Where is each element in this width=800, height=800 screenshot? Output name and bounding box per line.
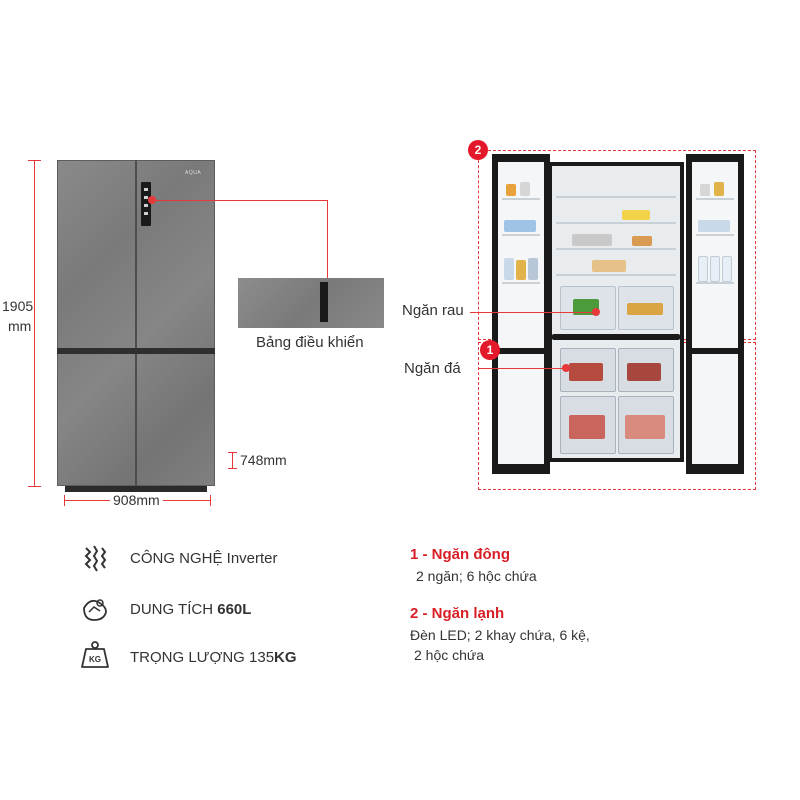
feature-inverter-normal: CÔNG NGHỆ Inverter <box>130 550 278 567</box>
spec-fridge-line-1: Đèn LED; 2 khay chứa, 6 kệ, <box>410 627 590 643</box>
height-dimension-cap-top <box>28 160 41 161</box>
door-bottle <box>722 256 732 282</box>
capacity-icon <box>83 599 107 621</box>
width-dimension-cap-left <box>64 495 65 506</box>
control-indicator <box>144 188 148 191</box>
vegetable-callout-line <box>470 312 594 313</box>
freezer-drawer <box>560 396 616 454</box>
inverter-icon <box>84 545 107 572</box>
depth-dimension-cap-bottom <box>228 468 237 469</box>
door-shelf <box>502 282 540 284</box>
feature-capacity-normal: DUNG TÍCH <box>130 601 218 618</box>
feature-capacity-bold: 660L <box>217 601 252 618</box>
control-indicator <box>144 204 148 207</box>
feature-capacity-text: DUNG TÍCH 660L <box>130 601 251 618</box>
vegetable-drawer-right <box>618 286 674 330</box>
freezer-drawer <box>618 396 674 454</box>
door-item <box>528 258 538 280</box>
callout-line-vertical <box>327 200 328 280</box>
spec-freezer-line-1: 2 ngăn; 6 hộc chứa <box>416 568 537 584</box>
freezer-badge: 1 <box>480 340 500 360</box>
door-divider <box>498 348 544 354</box>
height-unit: mm <box>8 318 32 334</box>
weight-kg-icon: KG <box>81 641 109 668</box>
spec-fridge-line-2: 2 hộc chứa <box>414 647 485 663</box>
vegetable-drawer-left <box>560 286 616 330</box>
open-fridge-view <box>486 146 748 486</box>
left-door-open <box>492 154 550 474</box>
door-shelf <box>502 234 540 236</box>
door-shelf <box>502 198 540 200</box>
door-shelf <box>696 198 734 200</box>
door-item <box>516 260 526 280</box>
door-bottle <box>710 256 720 282</box>
door-item <box>504 220 536 232</box>
door-item <box>520 182 530 196</box>
door-item <box>698 220 730 232</box>
depth-value: 748mm <box>240 452 287 468</box>
depth-dimension-line <box>232 452 233 468</box>
feature-weight-bold: KG <box>274 649 297 666</box>
meat <box>627 363 661 381</box>
freezer-drawer <box>618 348 674 392</box>
cabinet-shelf <box>556 196 676 198</box>
shelf-item <box>622 210 650 220</box>
compartment-divider <box>552 334 680 340</box>
front-brand-logo: AQUA <box>185 170 202 176</box>
spec-fridge-title: 2 - Ngăn lạnh <box>410 605 505 622</box>
control-panel-label: Bảng điều khiển <box>256 334 364 351</box>
callout-line-horizontal <box>152 200 328 201</box>
door-shelf <box>696 282 734 284</box>
left-door-inner <box>498 162 544 464</box>
spec-freezer-title: 1 - Ngăn đông <box>410 546 510 563</box>
meat <box>569 415 605 439</box>
cabinet-shelf <box>556 248 676 250</box>
height-value: 1905 <box>2 298 34 314</box>
door-bottle <box>698 256 708 282</box>
height-dimension-cap-bottom <box>28 486 41 487</box>
meat <box>625 415 665 439</box>
control-panel-zoom-strip <box>320 282 328 322</box>
cabinet-shelf <box>556 274 676 276</box>
meat <box>569 363 603 381</box>
vegetable-label: Ngăn rau <box>402 302 464 319</box>
width-value: 908mm <box>110 492 163 508</box>
door-shelf <box>696 234 734 236</box>
control-indicator <box>144 212 148 215</box>
callout-dot <box>148 196 156 204</box>
fridge-front-view: AQUA <box>57 160 215 492</box>
shelf-item <box>592 260 626 272</box>
depth-dimension-cap-top <box>228 452 237 453</box>
door-divider <box>692 348 738 354</box>
right-door-inner <box>692 162 738 464</box>
control-indicator <box>144 196 148 199</box>
feature-weight-normal: TRỌNG LƯỢNG 135 <box>130 649 275 666</box>
cabinet-shelf <box>556 222 676 224</box>
control-panel-zoom <box>238 278 384 328</box>
shelf-item <box>632 236 652 246</box>
vegetable-callout-dot <box>592 308 600 316</box>
fridge-feet <box>65 486 207 492</box>
door-split-horizontal <box>57 348 215 354</box>
ice-callout-line <box>478 368 564 369</box>
width-dimension-cap-right <box>210 495 211 506</box>
ice-callout-dot <box>562 364 570 372</box>
right-door-open <box>686 154 744 474</box>
shelf-item <box>572 234 612 246</box>
feature-weight-text: TRỌNG LƯỢNG 135KG <box>130 649 297 666</box>
fruit <box>627 303 663 315</box>
door-item <box>700 184 710 196</box>
door-item <box>504 258 514 280</box>
control-panel-strip <box>141 182 151 226</box>
feature-inverter-text: CÔNG NGHỆ Inverter <box>130 550 278 567</box>
door-split-vertical <box>135 160 137 486</box>
door-item <box>506 184 516 196</box>
fridge-cabinet <box>548 162 684 462</box>
weight-icon-label: KG <box>89 655 101 664</box>
fridge-badge: 2 <box>468 140 488 160</box>
height-dimension-line <box>34 160 35 486</box>
door-item <box>714 182 724 196</box>
ice-label: Ngăn đá <box>404 360 461 377</box>
